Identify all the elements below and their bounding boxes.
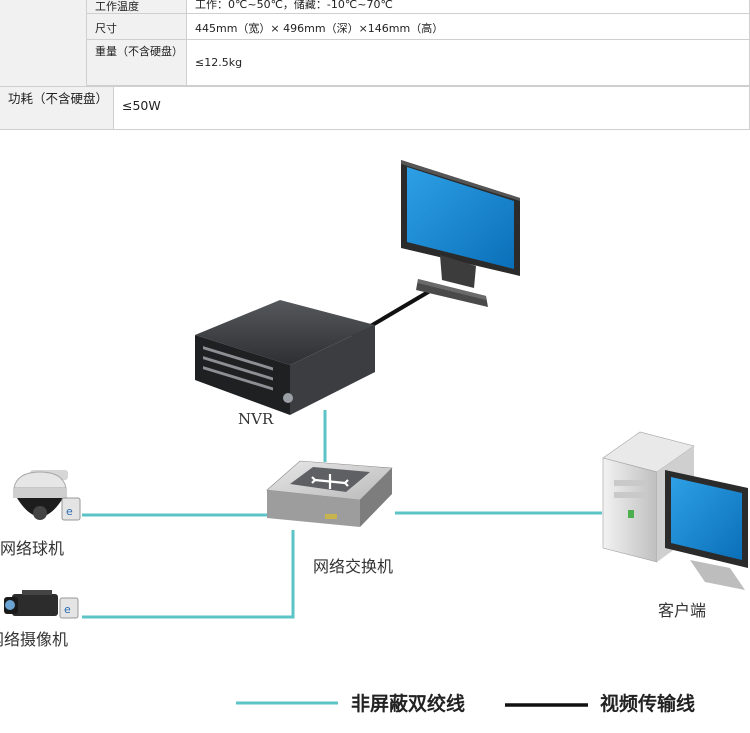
box-camera-label: 网络摄像机 (0, 630, 68, 649)
svg-text:e: e (66, 505, 73, 518)
spec-value: ≤50W (114, 87, 750, 130)
nvr-icon (195, 300, 375, 415)
network-diagram: NVR 网络交换机 e 网络球机 e 网络摄像机 (0, 160, 748, 715)
spec-value: 445mm（宽）× 496mm（深）×146mm（高） (187, 14, 750, 40)
svg-text:e: e (64, 603, 71, 616)
nvr-label: NVR (238, 410, 274, 428)
dome-camera-icon: e (13, 470, 81, 521)
spec-group-header-cell (0, 0, 87, 86)
legend: 非屏蔽双绞线 视频传输线 (236, 692, 695, 715)
client-label: 客户端 (658, 601, 706, 620)
spec-key: 功耗（不含硬盘） (0, 87, 114, 130)
spec-value: ≤12.5kg (187, 40, 750, 86)
spec-value: 工作：0℃~50℃，储藏：-10℃~70℃ (187, 0, 750, 14)
spec-key: 尺寸 (87, 14, 187, 40)
box-camera-cable (82, 530, 295, 619)
network-switch-icon (266, 460, 393, 527)
monitor-icon (401, 160, 520, 307)
dome-camera-label: 网络球机 (0, 539, 64, 558)
spec-key: 重量（不含硬盘） (87, 40, 187, 86)
spec-row-weight: 重量（不含硬盘） ≤12.5kg (87, 40, 750, 86)
legend-video-line-label: 视频传输线 (600, 692, 695, 715)
spec-row-power: 功耗（不含硬盘） ≤50W (0, 86, 750, 130)
client-pc-icon (602, 431, 748, 590)
spec-key: 工作温度 (87, 0, 187, 14)
spec-table: 工作温度 工作：0℃~50℃，储藏：-10℃~70℃ 尺寸 445mm（宽）× … (0, 0, 750, 132)
spec-row-temperature: 工作温度 工作：0℃~50℃，储藏：-10℃~70℃ (87, 0, 750, 14)
switch-label: 网络交换机 (313, 557, 393, 576)
cables (82, 286, 602, 619)
legend-twisted-pair-label: 非屏蔽双绞线 (351, 692, 465, 715)
spec-row-size: 尺寸 445mm（宽）× 496mm（深）×146mm（高） (87, 14, 750, 40)
box-camera-icon: e (4, 590, 79, 619)
